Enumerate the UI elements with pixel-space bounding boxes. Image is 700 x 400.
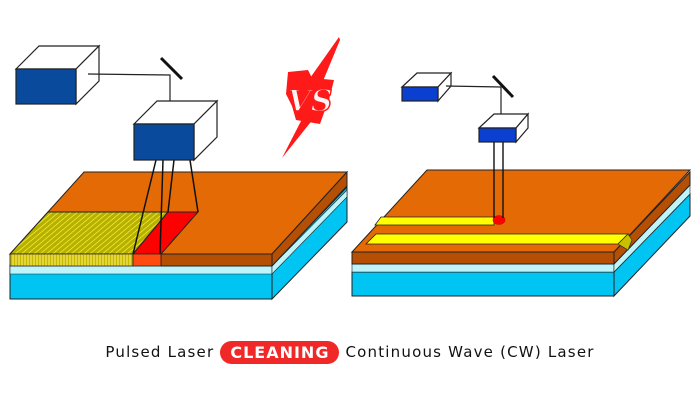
right-substrate-front: [351, 271, 615, 297]
right-coating-front: [351, 251, 615, 265]
caption-cleaning-badge: CLEANING: [220, 340, 340, 364]
cw-track-partial: [374, 216, 495, 226]
left-interlayer-front: [9, 265, 273, 275]
right-workpiece: [350, 169, 692, 298]
pulsed-beam-fan: [132, 159, 199, 255]
cw-track-full: [365, 233, 629, 245]
right-coating-side: [613, 170, 691, 266]
caption-cw-label: Continuous Wave (CW) Laser: [345, 343, 595, 361]
left-coating-front: [160, 253, 273, 267]
active-spot-front: [132, 253, 162, 267]
pulsed-mirror: [159, 56, 184, 81]
caption: Pulsed Laser CLEANING Continuous Wave (C…: [0, 338, 700, 366]
left-interlayer-side: [271, 189, 348, 275]
pulsed-scan-head: [132, 99, 219, 162]
pulsed-laser-panel: [8, 44, 349, 301]
cw-beam: [493, 142, 504, 218]
cw-laser-panel: [350, 71, 692, 298]
pulsed-laser-source: [14, 44, 101, 106]
vs-burst: [286, 70, 334, 124]
cw-active-spot: [492, 215, 506, 225]
left-workpiece: [8, 170, 349, 301]
cw-mirror: [491, 74, 515, 99]
cw-beam-path: [445, 85, 502, 120]
caption-pulsed-label: Pulsed Laser: [105, 343, 215, 361]
cleaned-area-front: [9, 253, 134, 267]
right-interlayer-front: [351, 263, 615, 273]
lightning-bolt-icon: [282, 37, 340, 158]
vs-badge: VS: [282, 37, 340, 158]
cw-track-end-face: [617, 233, 633, 251]
cw-laser-source: [400, 71, 453, 103]
cw-scan-head: [477, 112, 530, 144]
vs-text: VS: [288, 84, 333, 119]
